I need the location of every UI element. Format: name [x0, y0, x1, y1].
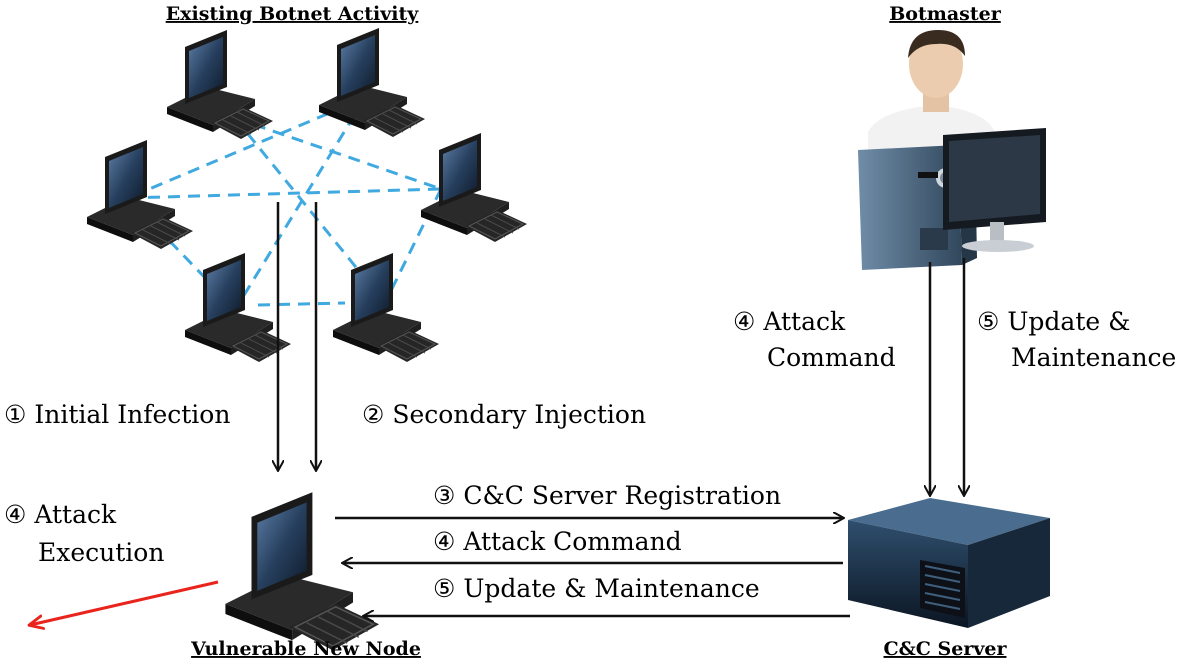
desktop-computer-icon: [166, 29, 274, 140]
botmaster-person-icon: [858, 30, 1046, 270]
server-rack-icon: [848, 498, 1050, 628]
botmaster-attack-label-line2: Command: [767, 343, 896, 372]
botmaster-update-label-line1: ⑤ Update &: [977, 307, 1130, 336]
botmaster-attack-label-line1: ④ Attack: [733, 307, 846, 336]
botmaster-heading: Botmaster: [889, 3, 1001, 25]
desktop-computer-icon: [184, 252, 292, 363]
attack-execution-label-line1: ④ Attack: [4, 500, 117, 529]
botmaster-update-label-line2: Maintenance: [1011, 343, 1176, 372]
attack-command-label: ④ Attack Command: [433, 527, 682, 556]
secondary-injection-label: ② Secondary Injection: [362, 400, 646, 429]
attack-execution-label-line2: Execution: [38, 538, 164, 567]
desktop-computer-icon: [318, 27, 426, 138]
desktop-computer-icon: [332, 252, 440, 363]
new-node-heading: Vulnerable New Node: [190, 638, 421, 660]
initial-infection-label: ① Initial Infection: [4, 400, 230, 429]
new-node-computer-icon: [224, 491, 380, 652]
attack-execution-arrow: [30, 580, 219, 625]
desktop-computer-icon: [86, 139, 194, 250]
desktop-computer-icon: [420, 132, 528, 243]
registration-label: ③ C&C Server Registration: [433, 481, 781, 510]
server-heading: C&C Server: [884, 638, 1008, 660]
update-maintenance-label: ⑤ Update & Maintenance: [433, 574, 760, 603]
botnet-heading: Existing Botnet Activity: [166, 3, 420, 25]
